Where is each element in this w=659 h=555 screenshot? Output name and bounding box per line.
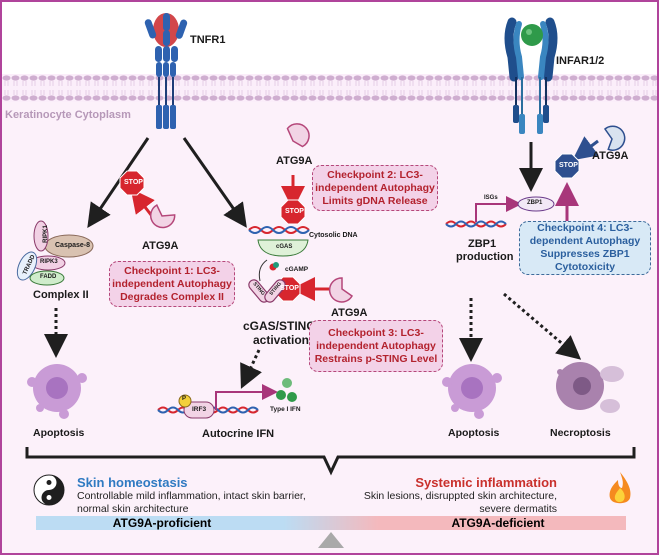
atg9a-label-1: ATG9A bbox=[142, 240, 179, 252]
autocrine-ifn-title: Autocrine IFN bbox=[202, 428, 275, 440]
checkpoint-2-line-2: independent Autophagy bbox=[315, 181, 435, 194]
checkpoint-4-line-3: Suppresses ZBP1 bbox=[540, 248, 630, 260]
cgamp-label: cGAMP bbox=[285, 266, 309, 273]
infar-label: INFAR1/2 bbox=[556, 55, 605, 67]
cytosolic-dna-icon bbox=[248, 226, 310, 234]
stop-sign-icon bbox=[554, 153, 580, 179]
fire-icon bbox=[609, 472, 631, 504]
tnfr1-label: TNFR1 bbox=[190, 34, 226, 46]
systemic-inflammation-desc-line-1: Skin lesions, disruppted skin architectu… bbox=[363, 490, 557, 502]
atg9a-label-3: ATG9A bbox=[331, 307, 368, 319]
checkpoint-1-line-2: independent Autophagy bbox=[112, 277, 232, 290]
summary-bracket bbox=[25, 447, 636, 476]
atg9a-gradient-bar bbox=[36, 516, 626, 530]
checkpoint-4-line-4: Cytotoxicity bbox=[554, 261, 616, 273]
checkpoint-3-box: Checkpoint 3: LC3- independent Autophagy… bbox=[309, 320, 443, 372]
cgamp-arrow bbox=[258, 259, 268, 282]
checkpoint-2-line-1: Checkpoint 2: LC3- bbox=[327, 168, 423, 181]
caspase8-label: Caspase-8 bbox=[55, 242, 91, 249]
apoptosis-left-label: Apoptosis bbox=[33, 427, 85, 439]
cgas-sting-title-1: cGAS/STING bbox=[243, 319, 316, 333]
isg-arrow bbox=[475, 196, 522, 222]
necroptosis-label: Necroptosis bbox=[550, 427, 611, 439]
atg9a-deficient-label: ATG9A-deficient bbox=[451, 516, 545, 530]
infar-receptor-icon bbox=[504, 17, 558, 134]
skin-homeostasis-title: Skin homeostasis bbox=[77, 475, 188, 490]
stop-text: STOP bbox=[285, 208, 304, 215]
cgamp-icon bbox=[269, 262, 279, 271]
stop-sign-icon bbox=[280, 199, 306, 225]
dotted-arrow-autocrine bbox=[240, 349, 262, 389]
checkpoint-1-line-1: Checkpoint 1: LC3- bbox=[124, 264, 220, 277]
checkpoint-2-line-3: Limits gDNA Release bbox=[322, 194, 428, 207]
cgas-label: cGAS bbox=[276, 244, 293, 250]
fadd-label: FADD bbox=[40, 274, 57, 280]
apoptosis-cell-icon bbox=[442, 364, 502, 419]
stop-text: STOP bbox=[280, 285, 299, 292]
type-i-ifn-icon bbox=[276, 378, 297, 402]
skin-homeostasis-desc-line-1: Controllable mild inflammation, intact s… bbox=[77, 490, 306, 502]
complex-ii-title: Complex II bbox=[33, 289, 89, 301]
atg9a-icon bbox=[603, 125, 626, 151]
irf3-label: IRF3 bbox=[192, 406, 207, 413]
zbp1-dna-icon bbox=[445, 220, 507, 228]
checkpoint-4-line-1: Checkpoint 4: LC3- bbox=[537, 222, 633, 234]
zbp1-protein-label: ZBP1 bbox=[527, 200, 543, 206]
systemic-inflammation-desc-line-2: severe dermatits bbox=[479, 503, 557, 515]
complex-ii-icon bbox=[16, 220, 94, 286]
stop-text: STOP bbox=[124, 179, 143, 186]
stop-text: STOP bbox=[559, 162, 578, 169]
transcription-arrow bbox=[215, 384, 278, 410]
atg9a-icon bbox=[286, 123, 310, 148]
atg9a-icon bbox=[328, 277, 353, 303]
checkpoint-3-line-3: Restrains p-STING Level bbox=[314, 352, 438, 365]
cytosolic-dna-label: Cytosolic DNA bbox=[309, 232, 358, 239]
irf3-protein-icon bbox=[183, 401, 215, 419]
atg9a-icon bbox=[150, 204, 176, 229]
checkpoint-3-line-2: independent Autophagy bbox=[316, 339, 436, 352]
checkpoint-4-line-2: dependent Autophagy bbox=[529, 235, 641, 247]
atg9a-proficient-label: ATG9A-proficient bbox=[112, 516, 212, 530]
skin-homeostasis-desc: Controllable mild inflammation, intact s… bbox=[77, 490, 306, 516]
checkpoint-3-line-1: Checkpoint 3: LC3- bbox=[328, 326, 424, 339]
atg9a-label-2: ATG9A bbox=[276, 155, 313, 167]
dotted-arrow-necroptosis bbox=[503, 292, 582, 360]
cgas-icon bbox=[257, 239, 309, 257]
cytoplasm-label: Keratinocyte Cytoplasm bbox=[5, 109, 131, 121]
skin-homeostasis-desc-line-2: normal skin architecture bbox=[77, 503, 189, 515]
systemic-inflammation-desc: Skin lesions, disruppted skin architectu… bbox=[364, 490, 557, 516]
checkpoint-2-box: Checkpoint 2: LC3- independent Autophagy… bbox=[312, 165, 438, 211]
arrow-to-cgas bbox=[182, 137, 247, 228]
apoptosis-cell-icon bbox=[27, 364, 87, 419]
zbp1-protein-icon bbox=[517, 196, 555, 212]
phospho-icon bbox=[178, 394, 192, 408]
necroptosis-cell-icon bbox=[556, 362, 624, 413]
tnfr1-receptor-icon bbox=[144, 13, 188, 129]
ripk3-label: RIPK3 bbox=[40, 259, 58, 265]
systemic-inflammation-title: Systemic inflammation bbox=[415, 475, 557, 490]
sting-icon bbox=[248, 279, 286, 303]
type-i-ifn-label: Type I IFN bbox=[270, 406, 301, 413]
cgas-sting-title-2: activation bbox=[253, 333, 310, 347]
checkpoint-1-line-3: Degrades Complex II bbox=[120, 290, 224, 303]
zbp1-title-1: ZBP1 bbox=[468, 238, 497, 250]
isgs-label: ISGs bbox=[484, 195, 498, 201]
stop-sign-icon bbox=[119, 170, 145, 196]
arrow-atg9a-stop-4 bbox=[572, 136, 599, 161]
balance-fulcrum-icon bbox=[318, 532, 344, 548]
phospho-label: P bbox=[182, 396, 187, 402]
apoptosis-right-label: Apoptosis bbox=[448, 427, 500, 439]
checkpoint-4-box: Checkpoint 4: LC3- dependent Autophagy S… bbox=[519, 221, 651, 275]
atg9a-label-4: ATG9A bbox=[592, 150, 629, 162]
checkpoint-1-box: Checkpoint 1: LC3- independent Autophagy… bbox=[109, 261, 235, 307]
yin-yang-icon bbox=[33, 474, 65, 506]
ripk1-label: RIPK1 bbox=[42, 225, 49, 243]
zbp1-title-2: production bbox=[456, 251, 514, 263]
